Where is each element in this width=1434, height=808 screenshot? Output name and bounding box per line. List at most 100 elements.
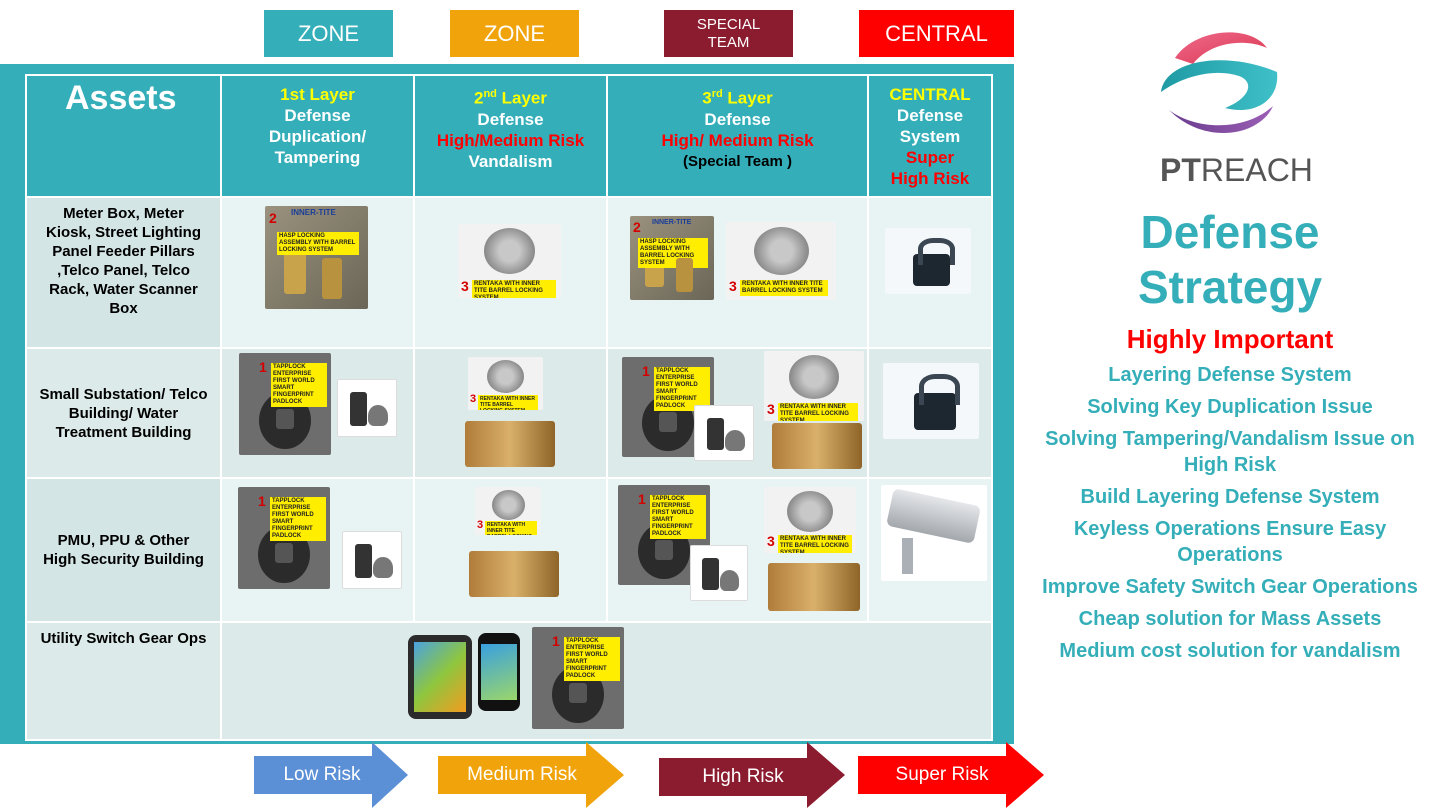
rentaka-lock-image: 3 RENTAKA WITH INNER TITE BARREL LOCKING… — [764, 351, 864, 421]
image-number: 3 — [477, 519, 484, 531]
phone-app-image — [690, 545, 748, 601]
layer2-cell: 3 RENTAKA WITH INNER TITE BARREL LOCKING… — [413, 477, 608, 623]
risk-label: Super — [905, 148, 955, 167]
strategy-point: Medium cost solution for vandalism — [1059, 640, 1401, 662]
image-caption: TAPPLOCK ENTERPRISE FIRST WORLD SMART FI… — [654, 367, 710, 411]
layer1-cell: INNER-TITE 2 HASP LOCKING ASSEMBLY WITH … — [220, 196, 415, 349]
image-caption: HASP LOCKING ASSEMBLY WITH BARREL LOCKIN… — [638, 238, 708, 268]
image-number: 1 — [642, 363, 650, 379]
image-number: 1 — [258, 493, 266, 509]
layer1-cell: 1 TAPPLOCK ENTERPRISE FIRST WORLD SMART … — [220, 477, 415, 623]
layer-ordinal: nd — [483, 88, 497, 100]
tablet-image — [408, 635, 472, 719]
brass-padlock-image — [465, 421, 555, 467]
brand-rest: REACH — [1200, 152, 1313, 188]
rentaka-lock-image: 3 RENTAKA WITH INNER TITE BARREL LOCKING… — [458, 224, 561, 298]
header-line: Defense — [477, 109, 544, 129]
image-number: 3 — [470, 393, 477, 405]
strategy-title: Defense Strategy — [1040, 205, 1420, 315]
strategy-point: Improve Safety Switch Gear Operations — [1042, 576, 1418, 598]
asset-name: Meter Box, Meter Kiosk, Street Lighting … — [25, 196, 222, 349]
layer-number: 3 — [702, 88, 712, 108]
image-caption: TAPPLOCK ENTERPRISE FIRST WORLD SMART FI… — [650, 495, 706, 539]
asset-name: Small Substation/ Telco Building/ Water … — [25, 347, 222, 479]
rentaka-lock-image: 3 RENTAKA WITH INNER TITE BARREL LOCKING… — [468, 357, 543, 410]
image-caption: TAPPLOCK ENTERPRISE FIRST WORLD SMART FI… — [271, 363, 327, 407]
central-cell — [867, 347, 993, 479]
column-header-3rd-layer: 3rd Layer Defense High/ Medium Risk (Spe… — [606, 74, 869, 198]
image-caption: INNER-TITE — [652, 219, 692, 226]
image-number: 3 — [767, 401, 775, 417]
hasp-lock-image: INNER-TITE 2 HASP LOCKING ASSEMBLY WITH … — [265, 206, 368, 309]
image-caption: RENTAKA WITH INNER TITE BARREL LOCKING S… — [778, 403, 858, 421]
header-note: (Special Team ) — [683, 152, 792, 170]
header-line: System — [899, 127, 961, 146]
hasp-lock-image: INNER-TITE 2 HASP LOCKING ASSEMBLY WITH … — [630, 216, 714, 300]
image-caption: RENTAKA WITH INNER TITE BARREL LOCKING S… — [778, 535, 852, 553]
zone-label-4: CENTRAL — [859, 10, 1014, 57]
central-cell — [867, 196, 993, 349]
strategy-point: Layering Defense System — [1108, 364, 1352, 386]
arrow-label: Low Risk — [283, 764, 361, 785]
image-number: 3 — [767, 533, 775, 549]
column-header-2nd-layer: 2nd Layer Defense High/Medium Risk Vanda… — [413, 74, 608, 198]
brand-name: PTREACH — [1160, 152, 1313, 189]
layer-number: 2 — [473, 88, 484, 108]
column-header-central: CENTRAL Defense System Super High Risk — [867, 74, 993, 198]
header-line: Defense — [704, 109, 771, 129]
layer2-cell: 3 RENTAKA WITH INNER TITE BARREL LOCKING… — [413, 347, 608, 479]
layer3-cell: INNER-TITE 2 HASP LOCKING ASSEMBLY WITH … — [606, 196, 869, 349]
risk-label: High/ Medium Risk — [661, 130, 814, 150]
layer1-cell: 1 TAPPLOCK ENTERPRISE FIRST WORLD SMART … — [220, 347, 415, 479]
zone-label-2: ZONE — [450, 10, 579, 57]
assets-header: Assets — [25, 74, 222, 198]
layer-title: CENTRAL — [889, 85, 971, 104]
image-caption: INNER-TITE — [291, 208, 336, 217]
layer-title: 3rd Layer — [608, 84, 867, 109]
smart-padlock-image — [885, 228, 971, 294]
brass-padlock-image — [768, 563, 860, 611]
phone-app-image — [342, 531, 402, 589]
image-number: 3 — [461, 278, 469, 294]
zone-label-3: SPECIAL TEAM — [664, 10, 793, 57]
risk-label: High/Medium Risk — [436, 130, 585, 150]
rentaka-lock-image: 3 RENTAKA WITH INNER TITE BARREL LOCKING… — [764, 487, 856, 553]
table-row: Meter Box, Meter Kiosk, Street Lighting … — [25, 196, 993, 349]
arrow-medium-risk: Medium Risk — [438, 742, 624, 808]
image-caption: HASP LOCKING ASSEMBLY WITH BARREL LOCKIN… — [277, 232, 359, 255]
image-number: 2 — [269, 210, 277, 226]
arrow-super-risk: Super Risk — [858, 742, 1044, 808]
smartphone-image — [478, 633, 520, 711]
layer3-cell: 1 TAPPLOCK ENTERPRISE FIRST WORLD SMART … — [606, 477, 869, 623]
image-number: 1 — [259, 359, 267, 375]
layer2-cell: 3 RENTAKA WITH INNER TITE BARREL LOCKING… — [413, 196, 608, 349]
arrow-label: Medium Risk — [467, 764, 577, 785]
central-cell — [867, 477, 993, 623]
smart-padlock-image — [883, 363, 979, 439]
rentaka-lock-image: 3 RENTAKA WITH INNER TITE BARREL LOCKING… — [475, 487, 541, 535]
strategy-subtitle: Highly Important — [1126, 324, 1334, 354]
rentaka-lock-image: 3 RENTAKA WITH INNER TITE BARREL LOCKING… — [726, 222, 836, 300]
header-line: Defense — [896, 106, 964, 125]
table-row: Small Substation/ Telco Building/ Water … — [25, 347, 993, 479]
layer-word: Layer — [496, 88, 547, 108]
defense-matrix-table: Assets 1st Layer Defense Duplication/ Ta… — [25, 74, 993, 741]
fingerprint-padlock-image: 1 TAPPLOCK ENTERPRISE FIRST WORLD SMART … — [532, 627, 624, 729]
header-line: Duplication/ — [268, 127, 367, 146]
brass-padlock-image — [772, 423, 862, 469]
cctv-camera-image — [881, 485, 987, 581]
image-caption: RENTAKA WITH INNER TITE BARREL LOCKING S… — [740, 280, 828, 296]
title-line: Strategy — [1137, 261, 1323, 313]
phone-app-image — [337, 379, 397, 437]
arrow-low-risk: Low Risk — [254, 742, 408, 808]
image-caption: RENTAKA WITH INNER TITE BARREL LOCKING S… — [478, 395, 538, 410]
layer3-cell: 1 TAPPLOCK ENTERPRISE FIRST WORLD SMART … — [606, 347, 869, 479]
arrow-high-risk: High Risk — [659, 742, 845, 808]
header-line: Vandalism — [468, 151, 553, 171]
layer-title: 2nd Layer — [415, 84, 606, 109]
risk-label: High Risk — [890, 169, 970, 188]
column-header-1st-layer: 1st Layer Defense Duplication/ Tampering — [220, 74, 415, 198]
image-number: 1 — [638, 491, 646, 507]
asset-name: Utility Switch Gear Ops — [25, 621, 222, 741]
strategy-point: Keyless Operations Ensure Easy Operation… — [1073, 518, 1387, 566]
